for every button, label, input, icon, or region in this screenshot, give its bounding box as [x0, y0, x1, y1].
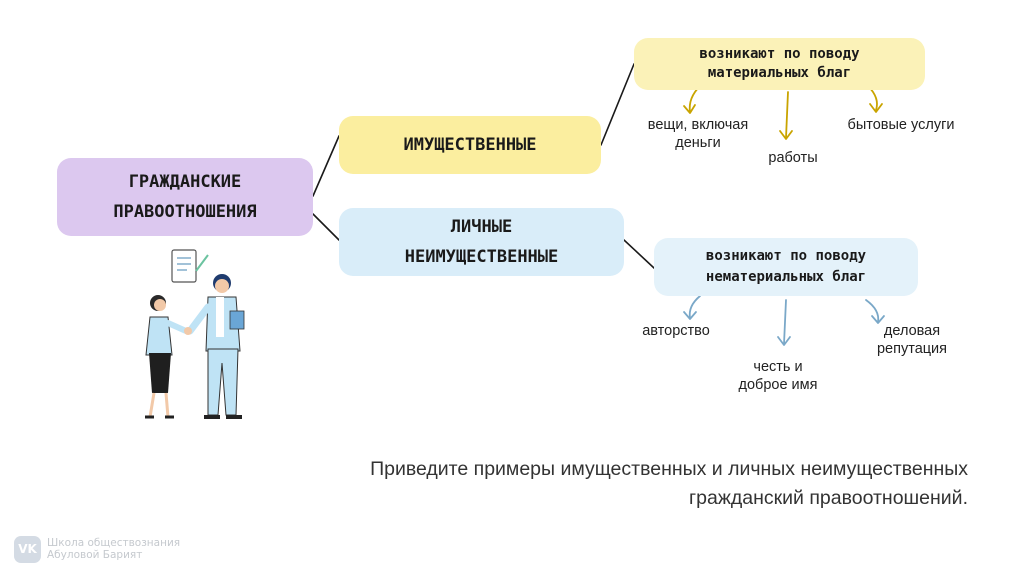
- node-property-label: ИМУЩЕСТВЕННЫЕ: [403, 135, 537, 155]
- example-honor-line1: честь и: [753, 359, 803, 375]
- example-reputation-line1: деловая: [883, 323, 941, 339]
- handshake-business-people-icon: [145, 249, 245, 419]
- arrow-to-honor: [783, 299, 787, 345]
- man-figure-icon: [184, 274, 245, 419]
- question-line2: гражданский правоотношений.: [689, 487, 968, 509]
- arrow-to-works: [785, 91, 789, 139]
- node-material-goods: возникают по поводу материальных благ: [634, 38, 925, 90]
- connector-personal-nonmaterial: [623, 239, 655, 269]
- vk-logo-icon: VK: [14, 535, 41, 563]
- arrow-to-authorship: [688, 295, 701, 319]
- example-authorship: авторство: [642, 323, 710, 339]
- node-civil-relations-line2: ПРАВООТНОШЕНИЯ: [113, 202, 257, 222]
- example-services: бытовые услуги: [847, 117, 955, 133]
- node-personal-line2: НЕИМУЩЕСТВЕННЫЕ: [404, 247, 559, 267]
- connector-property-material: [600, 63, 635, 146]
- watermark-line1: Школа обществознания: [47, 537, 181, 549]
- watermark-line2: Абуловой Барият: [47, 549, 143, 561]
- connector-root-property: [312, 135, 340, 197]
- node-material-line2: материальных благ: [707, 65, 852, 81]
- example-works: работы: [768, 150, 818, 166]
- watermark-text: Школа обществознания Абуловой Барият: [47, 537, 180, 561]
- question-line1: Приведите примеры имущественных и личных…: [370, 458, 968, 480]
- node-property: ИМУЩЕСТВЕННЫЕ: [339, 116, 601, 174]
- watermark: VK Школа обществознания Абуловой Барият: [14, 533, 180, 565]
- example-reputation-line2: репутация: [876, 341, 948, 357]
- node-nonmaterial-goods: возникают по поводу нематериальных благ: [654, 238, 918, 296]
- example-things-line2: деньги: [675, 135, 721, 151]
- node-civil-relations-line1: ГРАЖДАНСКИЕ: [128, 172, 242, 192]
- node-nonmaterial-line2: нематериальных благ: [705, 269, 867, 285]
- question-text: Приведите примеры имущественных и личных…: [150, 455, 968, 513]
- example-honor: честь и доброе имя: [724, 358, 832, 394]
- arrow-to-reputation: [865, 299, 880, 323]
- node-material-line1: возникают по поводу: [699, 46, 860, 62]
- example-honor-line2: доброе имя: [738, 377, 818, 393]
- example-things-line1: вещи, включая: [647, 117, 749, 133]
- example-reputation: деловая репутация: [852, 322, 972, 358]
- node-personal-line1: ЛИЧНЫЕ: [450, 217, 513, 237]
- woman-figure-icon: [145, 295, 189, 419]
- node-nonmaterial-line1: возникают по поводу: [705, 248, 867, 264]
- document-icon: [171, 249, 209, 283]
- node-civil-relations: ГРАЖДАНСКИЕ ПРАВООТНОШЕНИЯ: [57, 158, 313, 236]
- example-things: вещи, включая деньги: [634, 116, 762, 152]
- node-personal-nonproperty: ЛИЧНЫЕ НЕИМУЩЕСТВЕННЫЕ: [339, 208, 624, 276]
- connector-root-personal: [312, 213, 340, 241]
